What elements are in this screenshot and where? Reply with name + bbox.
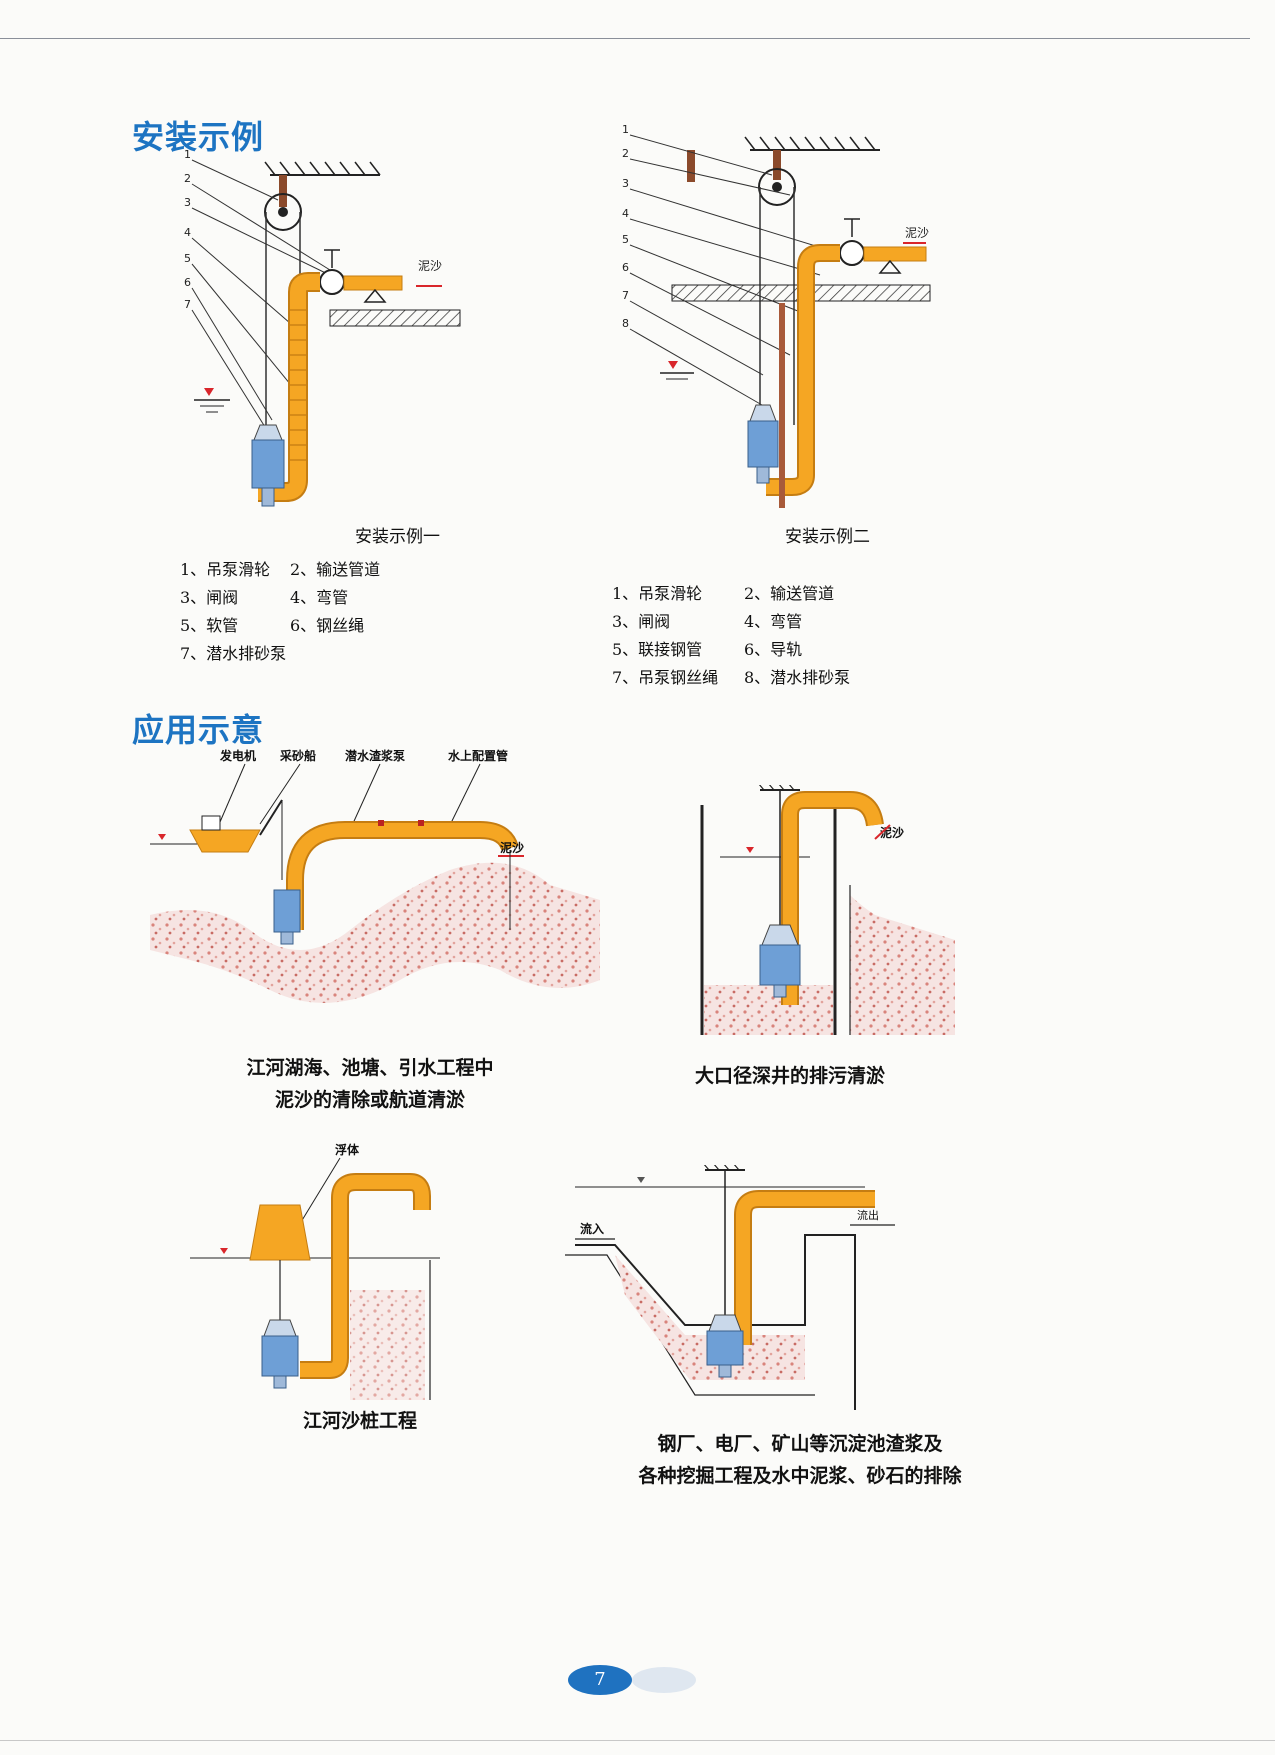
legend-item: 3、闸阀	[180, 588, 239, 607]
install-example-2-legend: 1、吊泵滑轮 2、输送管道 3、闸阀 4、弯管 5、联接钢管 6、导轨 7、吊泵钢丝绳…	[612, 580, 932, 692]
caption-line: 各种挖掘工程及水中泥浆、砂石的排除	[638, 1465, 962, 1487]
legend-item: 7、吊泵钢丝绳	[612, 668, 719, 687]
svg-text:1: 1	[622, 125, 629, 136]
install-example-1-caption: 安装示例一	[355, 527, 440, 547]
bottom-rule	[0, 1740, 1275, 1741]
legend-item: 2、输送管道	[744, 584, 835, 603]
svg-text:2: 2	[622, 147, 629, 160]
svg-text:4: 4	[184, 226, 191, 239]
label-float: 浮体	[335, 1142, 360, 1157]
label-generator: 发电机	[219, 748, 256, 763]
apply-1-caption: 江河湖海、池塘、引水工程中 泥沙的清除或航道清淤	[190, 1052, 550, 1116]
label-outflow: 流出	[857, 1208, 879, 1222]
install2-mud-label: 泥沙	[905, 226, 929, 240]
label-water-pipe: 水上配置管	[448, 748, 508, 763]
install-example-2-diagram: 1 2 3 4 5 6 7 8 泥沙	[622, 125, 931, 508]
apply-section-title: 应用示意	[132, 711, 265, 749]
legend-item: 1、吊泵滑轮	[180, 560, 271, 579]
top-rule	[0, 38, 1250, 39]
caption-line: 大口径深井的排污清淤	[694, 1065, 885, 1087]
label-inflow: 流入	[580, 1221, 604, 1236]
apply-sediment-tank-diagram: 流入 流出	[565, 1165, 895, 1410]
install-section-title: 安装示例	[132, 118, 265, 156]
label-sand-boat: 采砂船	[279, 748, 316, 763]
install1-mud-label: 泥沙	[418, 259, 442, 273]
caption-line: 泥沙的清除或航道清淤	[274, 1089, 465, 1111]
svg-text:4: 4	[622, 207, 629, 220]
install-example-1-diagram: 1 2 3 4 5 6 7 泥沙	[184, 150, 461, 507]
apply-4-caption: 钢厂、电厂、矿山等沉淀池渣浆及 各种挖掘工程及水中泥浆、砂石的排除	[570, 1428, 1030, 1492]
apply-river-dredging-diagram: 发电机 采砂船 潜水渣浆泵 水上配置管 泥沙	[150, 748, 600, 1003]
label-slurry-pump: 潜水渣浆泵	[345, 748, 405, 763]
svg-text:5: 5	[622, 233, 629, 246]
caption-line: 江河沙桩工程	[302, 1410, 417, 1432]
label-mud: 泥沙	[880, 826, 904, 840]
svg-text:6: 6	[622, 261, 629, 274]
legend-item: 4、弯管	[744, 612, 803, 631]
svg-text:5: 5	[184, 252, 191, 265]
apply-2-caption: 大口径深井的排污清淤	[640, 1060, 940, 1092]
install-example-1-legend: 1、吊泵滑轮 2、输送管道 3、闸阀 4、弯管 5、软管 6、钢丝绳 7、潜水排砂泵	[180, 556, 460, 668]
apply-3-caption: 江河沙桩工程	[260, 1405, 460, 1437]
legend-item: 5、联接钢管	[612, 640, 703, 659]
label-mud: 泥沙	[500, 841, 524, 855]
page-number-shadow	[632, 1667, 696, 1693]
svg-text:3: 3	[622, 177, 629, 190]
legend-item: 2、输送管道	[290, 560, 381, 579]
svg-text:7: 7	[622, 289, 629, 302]
legend-item: 3、闸阀	[612, 612, 671, 631]
apply-sand-pile-diagram: 浮体	[190, 1142, 440, 1400]
apply-deep-well-diagram: 泥沙	[700, 785, 955, 1035]
svg-text:3: 3	[184, 196, 191, 209]
svg-text:2: 2	[184, 172, 191, 185]
legend-item: 6、导轨	[744, 640, 803, 659]
svg-text:8: 8	[622, 317, 629, 330]
legend-item: 7、潜水排砂泵	[180, 644, 287, 663]
caption-line: 钢厂、电厂、矿山等沉淀池渣浆及	[657, 1433, 943, 1455]
svg-text:6: 6	[184, 276, 191, 289]
legend-item: 8、潜水排砂泵	[744, 668, 851, 687]
legend-item: 1、吊泵滑轮	[612, 584, 703, 603]
legend-item: 4、弯管	[290, 588, 349, 607]
legend-item: 5、软管	[180, 616, 239, 635]
page-number: 7	[568, 1665, 632, 1695]
svg-text:7: 7	[184, 298, 191, 311]
caption-line: 江河湖海、池塘、引水工程中	[246, 1057, 494, 1079]
install-example-2-caption: 安装示例二	[785, 527, 870, 547]
svg-text:1: 1	[184, 150, 191, 161]
legend-item: 6、钢丝绳	[290, 616, 365, 635]
